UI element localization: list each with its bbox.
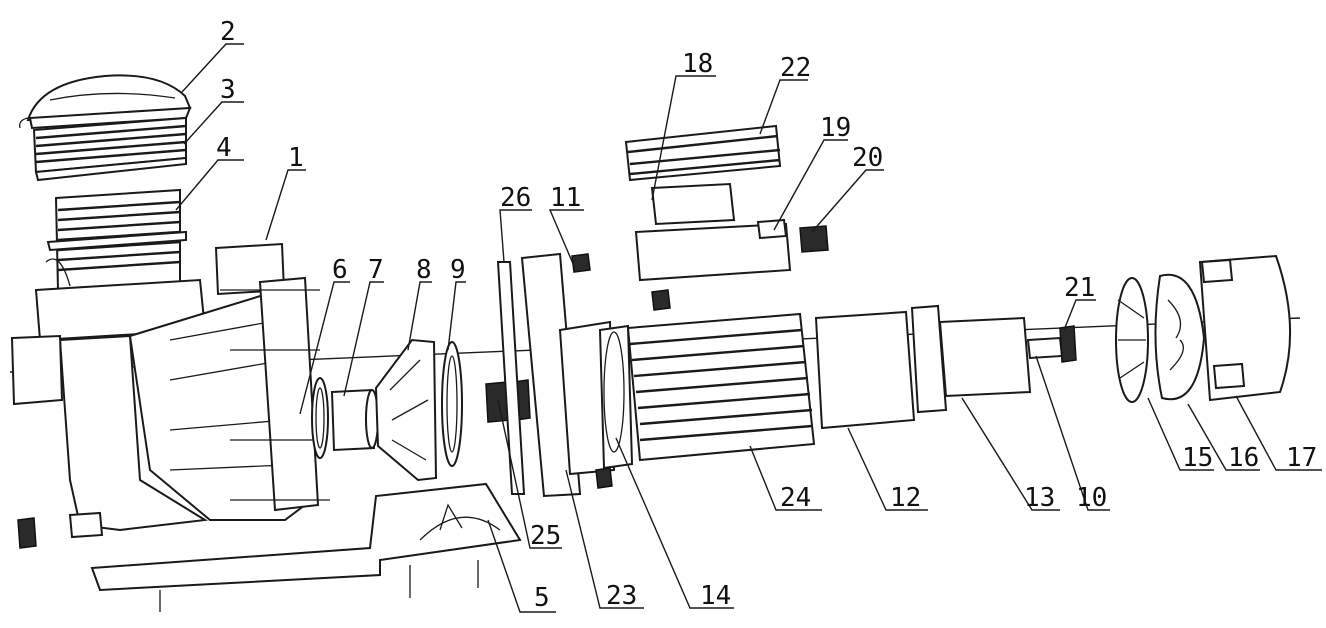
callout-20: 20	[852, 143, 883, 173]
callout-4: 4	[216, 133, 232, 163]
part-15-fan	[1115, 277, 1149, 403]
part-5-base	[90, 482, 522, 612]
part-1-pump-housing	[10, 242, 330, 549]
part-24-motor-stator	[626, 312, 816, 462]
callout-19: 19	[820, 113, 851, 143]
part-16-fan-shroud	[1154, 273, 1206, 401]
callout-5: 5	[534, 583, 550, 613]
part-8-impeller	[374, 338, 438, 482]
callout-24: 24	[780, 483, 811, 513]
part-12-motor-body	[814, 310, 916, 430]
callout-9: 9	[450, 255, 466, 285]
callout-1: 1	[288, 143, 304, 173]
callout-7: 7	[368, 255, 384, 285]
part-10-shaft-end	[1026, 336, 1064, 360]
callout-14: 14	[700, 581, 731, 611]
callout-3: 3	[220, 75, 236, 105]
part-22-terminal-box-lid	[624, 124, 782, 182]
part-21-bearing	[1059, 325, 1077, 363]
leader-lines	[175, 43, 1322, 613]
part-19-terminal-box	[634, 218, 792, 311]
callout-labels: 2 3 4 1 6 7 8 9 26 11 18 22 19 20 21 24 …	[216, 17, 1317, 613]
part-9-seal-plate	[441, 341, 463, 467]
part-4-strainer-basket	[45, 188, 187, 292]
callout-22: 22	[780, 53, 811, 83]
part-23-adapter-flange	[520, 252, 634, 498]
part-3-lid-ring	[32, 116, 187, 182]
part-18-capacitor	[650, 182, 736, 226]
callout-15: 15	[1182, 443, 1213, 473]
callout-17: 17	[1286, 443, 1317, 473]
callout-13: 13	[1024, 483, 1055, 513]
part-17-end-cap	[1198, 254, 1291, 402]
part-11-flange-ring	[603, 331, 625, 453]
callout-11: 11	[550, 183, 581, 213]
callout-25: 25	[530, 521, 561, 551]
callout-16: 16	[1228, 443, 1259, 473]
callout-6: 6	[332, 255, 348, 285]
callout-8: 8	[416, 255, 432, 285]
part-6-o-ring	[311, 377, 329, 459]
part-7-diffuser	[330, 388, 379, 452]
callout-18: 18	[682, 49, 713, 79]
callout-26: 26	[500, 183, 531, 213]
callout-12: 12	[890, 483, 921, 513]
callout-21: 21	[1064, 273, 1095, 303]
part-13-rear-housing	[910, 304, 1032, 414]
part-26-gasket	[496, 261, 526, 495]
callout-10: 10	[1076, 483, 1107, 513]
callout-23: 23	[606, 581, 637, 611]
callout-2: 2	[220, 17, 236, 47]
